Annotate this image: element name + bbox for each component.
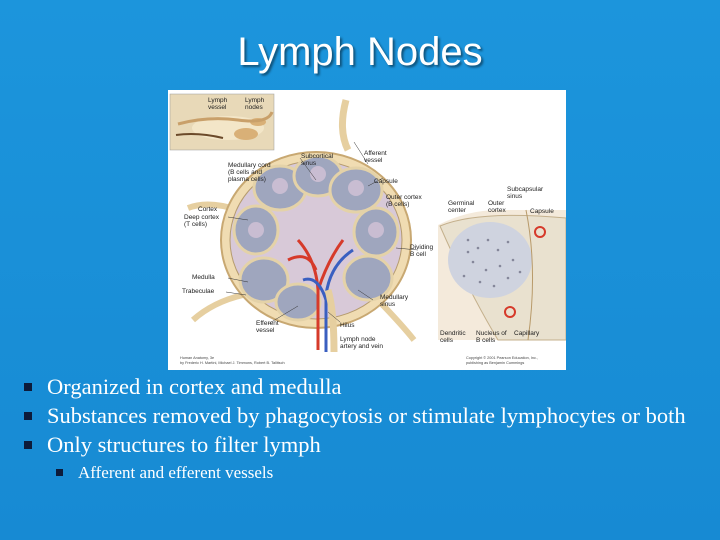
label-capillary: Capillary: [514, 330, 540, 337]
figure-credit-left: Human Anatomy, 3e by Frederic H. Martini…: [180, 356, 285, 365]
bullet-item: Substances removed by phagocytosis or st…: [20, 401, 710, 430]
label-cortex: Cortex: [198, 206, 218, 213]
label-efferent-vessel: Efferent vessel: [256, 320, 279, 334]
label-capsule-magnified: Capsule: [530, 208, 554, 215]
label-outer-cortex: Outer cortex: [488, 200, 506, 214]
label-germinal-center: Germinal center: [448, 200, 475, 214]
slide-title: Lymph Nodes: [237, 30, 483, 74]
lymph-node-diagram: Lymph vessel Lymph nodes Subcortical sin…: [168, 90, 566, 370]
label-medullary-sinus: Medullary sinus: [380, 294, 409, 308]
label-lymph-node-artery-and-vein: Lymph node artery and vein: [340, 336, 383, 350]
bullet-item: Only structures to filter lymph: [20, 430, 710, 459]
label-lymph-nodes: Lymph nodes: [245, 97, 265, 111]
figure-credit-right: Copyright © 2001 Pearson Education, Inc.…: [466, 356, 539, 365]
lymph-node-illustration: [169, 93, 566, 353]
label-nucleus-of-b-cells: Nucleus of B cells: [476, 330, 507, 344]
bullet-item: Organized in cortex and medulla: [20, 372, 710, 401]
label-medullary-cord: Medullary cord (B cells and plasma cells…: [228, 162, 271, 183]
sub-bullet-item: Afferent and efferent vessels: [20, 461, 710, 485]
label-medulla: Medulla: [192, 274, 215, 281]
label-afferent-vessel: Afferent vessel: [364, 150, 387, 164]
label-dendritic-cells: Dendritic cells: [440, 330, 466, 344]
label-hilus: Hilus: [340, 322, 355, 329]
label-lymph-vessel: Lymph vessel: [208, 97, 228, 111]
label-capsule: Capsule: [374, 178, 398, 185]
bullet-list: Organized in cortex and medulla Substanc…: [20, 372, 710, 485]
label-deep-cortex: Deep cortex (T cells): [184, 214, 220, 228]
label-dividing-b-cell: Dividing B cell: [410, 244, 434, 258]
label-subcapsular-sinus: Subcapsular sinus: [507, 186, 544, 200]
label-trabeculae: Trabeculae: [182, 288, 215, 295]
label-subcortical-sinus: Subcortical sinus: [301, 153, 334, 167]
label-outer-cortex-b-cells: Outer cortex (B cells): [386, 194, 422, 208]
